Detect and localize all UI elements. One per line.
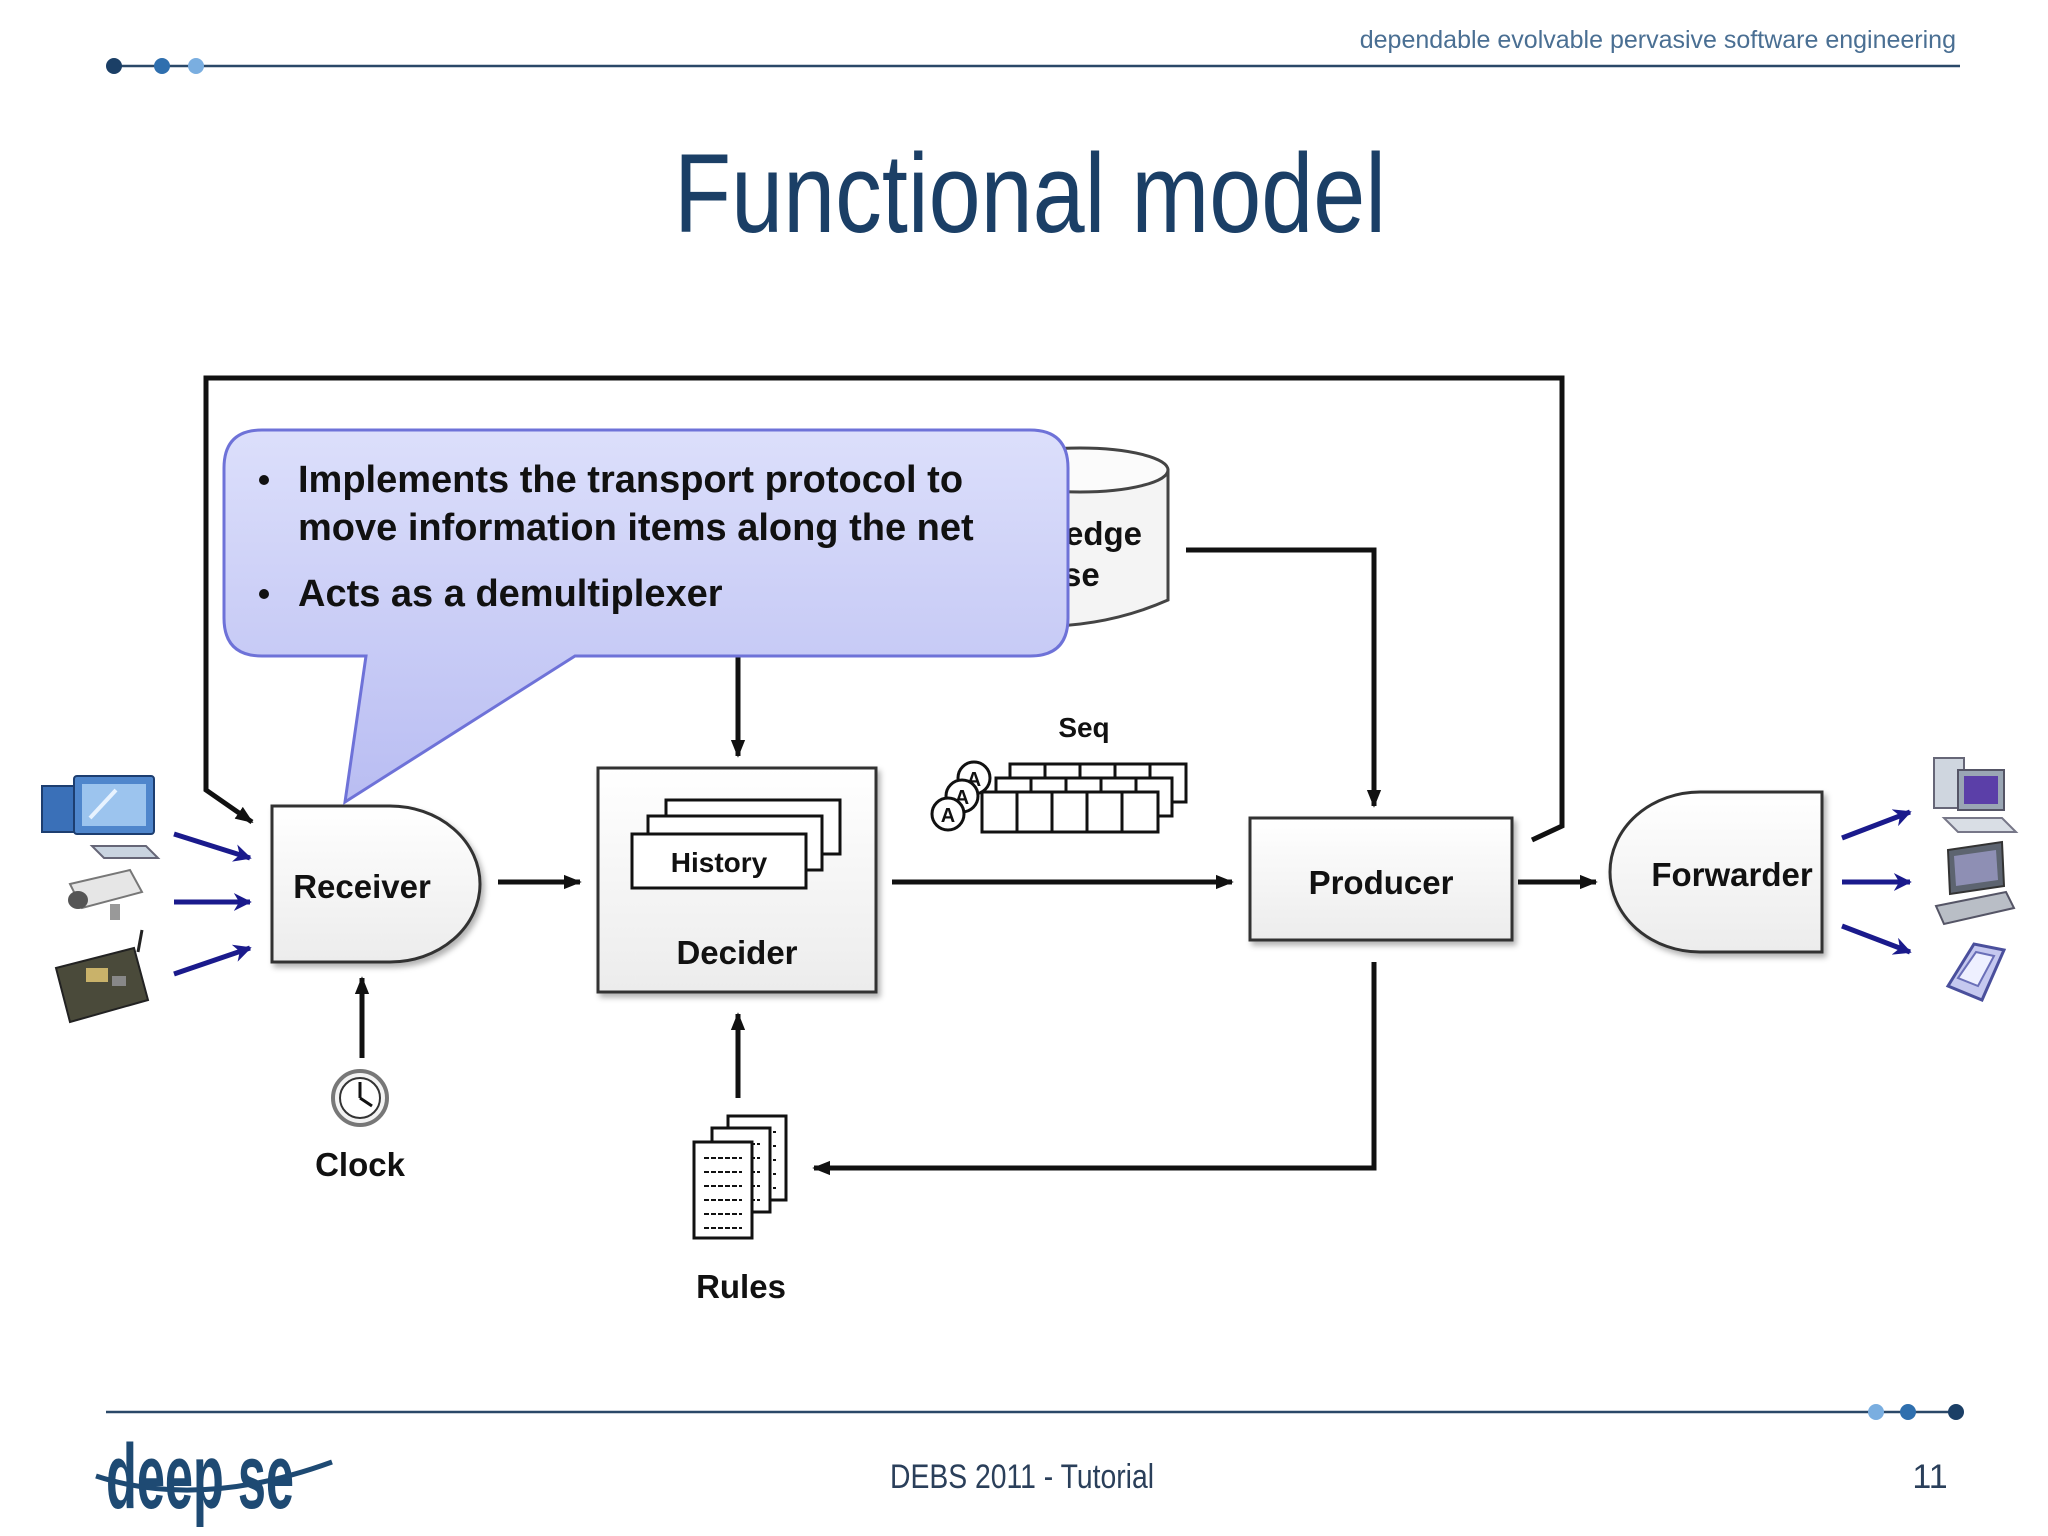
footer-dot-mid <box>1900 1404 1916 1420</box>
laptop-icon <box>1934 840 2016 926</box>
seq-label: Seq <box>1058 712 1109 743</box>
header: dependable evolvable pervasive software … <box>106 26 1960 74</box>
seq-queue: Seq <box>930 712 1188 834</box>
deep-se-logo: deep se <box>95 1426 333 1528</box>
forwarder-label: Forwarder <box>1651 856 1813 893</box>
queue-row-front <box>980 790 1160 834</box>
forwarder-node: Forwarder <box>1608 790 1824 954</box>
decider-node: History Decider <box>596 766 878 994</box>
input-arrow-1 <box>173 831 252 862</box>
header-dot-light <box>188 58 204 74</box>
clock-icon <box>331 1069 389 1127</box>
pda-icon <box>1945 942 2007 1002</box>
footer-dot-light <box>1868 1404 1884 1420</box>
footer-event-text: DEBS 2011 - Tutorial <box>890 1458 1154 1496</box>
callout-line-3: Acts as a demultiplexer <box>298 573 723 615</box>
callout-line-2: move information items along the net <box>298 507 974 549</box>
input-arrow-3 <box>173 944 252 977</box>
footer-dot-dark <box>1948 1404 1964 1420</box>
input-sources <box>41 775 252 1024</box>
decider-label: Decider <box>676 934 797 971</box>
logo-text: deep se <box>106 1426 294 1528</box>
desktop-computer-icon <box>41 775 161 859</box>
event-token-front-letter: A <box>941 805 955 827</box>
page-number: 11 <box>1912 1458 1947 1496</box>
receiver-node: Receiver <box>270 804 482 964</box>
camera-icon <box>68 868 144 920</box>
producer-label: Producer <box>1309 864 1454 901</box>
callout-bullet-2 <box>259 589 269 599</box>
output-arrow-3 <box>1841 923 1912 955</box>
header-dot-mid <box>154 58 170 74</box>
callout-bubble <box>222 428 1070 806</box>
callout-line-1: Implements the transport protocol to <box>298 459 963 501</box>
sensor-board-icon <box>54 929 150 1024</box>
history-stack: History <box>630 798 842 890</box>
header-dot-dark <box>106 58 122 74</box>
header-tagline: dependable evolvable pervasive software … <box>1360 26 1956 54</box>
desktop-pc-icon <box>1933 757 2019 833</box>
page-title: Functional model <box>674 131 1386 256</box>
clock-label: Clock <box>315 1146 406 1183</box>
kb-to-producer-connector <box>1186 547 1382 808</box>
rules-sheet-front <box>692 1140 754 1240</box>
footer: deep se DEBS 2011 - Tutorial 11 <box>95 1404 1964 1528</box>
producer-to-rules-connector <box>812 962 1377 1176</box>
output-arrow-1 <box>1841 809 1912 841</box>
functional-diagram: edge se Receiver History Decider <box>41 375 2019 1305</box>
output-destinations <box>1841 757 2019 1002</box>
receiver-callout: Implements the transport protocol to mov… <box>222 428 1070 806</box>
loop-connector <box>203 375 1565 843</box>
receiver-label: Receiver <box>293 868 431 905</box>
history-label: History <box>671 847 768 878</box>
logo-swoosh <box>95 1459 333 1493</box>
rules-documents-icon <box>692 1114 788 1240</box>
event-token-front: A <box>930 796 966 832</box>
knowledge-base-label-line1: edge <box>1065 515 1142 552</box>
producer-node: Producer <box>1248 816 1514 942</box>
callout-bullet-1 <box>259 475 269 485</box>
rules-label: Rules <box>696 1268 786 1305</box>
